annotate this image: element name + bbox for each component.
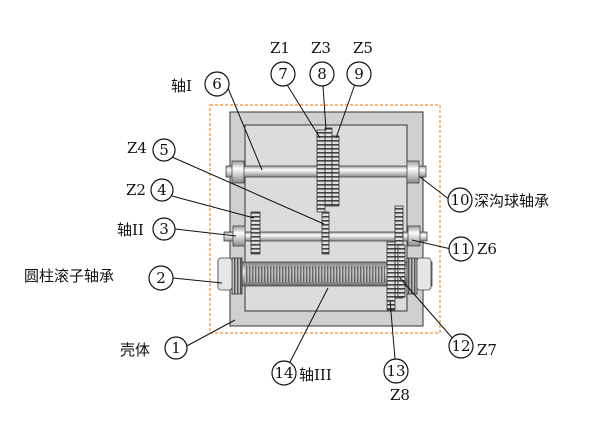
label-z6: Z6 (477, 240, 497, 258)
callout-circle-10 (447, 187, 473, 213)
callout-num-14: 14 (274, 364, 293, 382)
callout-circle-8 (309, 61, 335, 87)
label-deep-groove-bearing: 深沟球轴承 (474, 192, 549, 210)
label-shaft-ii: 轴II (117, 221, 144, 239)
callout-num-3: 3 (159, 220, 169, 238)
callout-num-6: 6 (212, 75, 222, 93)
label-z2: Z2 (126, 181, 146, 199)
gear-z7 (397, 244, 406, 298)
callout-num-9: 9 (354, 65, 364, 83)
deep-groove-bearing-right-ii (407, 225, 421, 247)
label-z5: Z5 (353, 39, 373, 57)
callout-circle-11 (448, 236, 474, 262)
roller-bearing-left (231, 257, 243, 295)
deep-groove-bearing-right-i (406, 160, 420, 184)
callout-num-13: 13 (386, 362, 405, 380)
callout-circle-13 (383, 358, 409, 384)
callout-num-11: 11 (451, 240, 470, 258)
callout-circle-2 (148, 265, 174, 291)
housing-dashed-outline (209, 104, 441, 334)
callout-circle-6 (204, 71, 230, 97)
gear-z8 (386, 241, 396, 311)
deep-groove-bearing-left-i (231, 160, 245, 184)
label-z7: Z7 (477, 341, 497, 359)
callout-num-8: 8 (317, 65, 327, 83)
label-z1: Z1 (270, 39, 290, 57)
callout-circle-5 (152, 138, 176, 162)
callout-circle-9 (346, 61, 372, 87)
label-z8: Z8 (390, 386, 410, 404)
label-housing: 壳体 (120, 341, 150, 359)
callout-num-7: 7 (278, 65, 288, 83)
callout-num-5: 5 (159, 141, 169, 159)
gears (250, 127, 406, 311)
callout-num-1: 1 (171, 339, 181, 357)
leader-lines (171, 82, 455, 365)
callout-num-4: 4 (157, 181, 167, 199)
label-shaft-iii: 轴III (299, 366, 332, 384)
gear-z5 (331, 135, 340, 207)
labels: 壳体 圆柱滚子轴承 轴II Z2 Z4 轴I Z1 Z3 Z5 深沟球轴承 Z6… (24, 39, 549, 404)
gear-z1 (316, 129, 326, 213)
callout-circle-3 (152, 217, 176, 241)
gear-z3 (324, 127, 333, 207)
gear-z4 (321, 211, 330, 255)
callout-circle-7 (270, 61, 296, 87)
roller-bearing-right (406, 257, 418, 295)
callout-num-2: 2 (156, 269, 166, 287)
callout-circle-12 (448, 333, 474, 359)
callouts: 1 2 3 4 5 6 7 8 9 10 11 12 13 14 (148, 61, 474, 386)
label-cylindrical-roller-bearing: 圆柱滚子轴承 (24, 267, 114, 285)
label-z3: Z3 (311, 39, 331, 57)
gear-z2 (250, 211, 261, 255)
label-shaft-i: 轴I (171, 77, 192, 95)
callout-circle-4 (150, 178, 174, 202)
callout-circle-1 (164, 336, 188, 360)
label-z4: Z4 (127, 139, 147, 157)
callout-num-10: 10 (450, 191, 469, 209)
callout-circle-14 (271, 360, 297, 386)
callout-num-12: 12 (451, 337, 470, 355)
